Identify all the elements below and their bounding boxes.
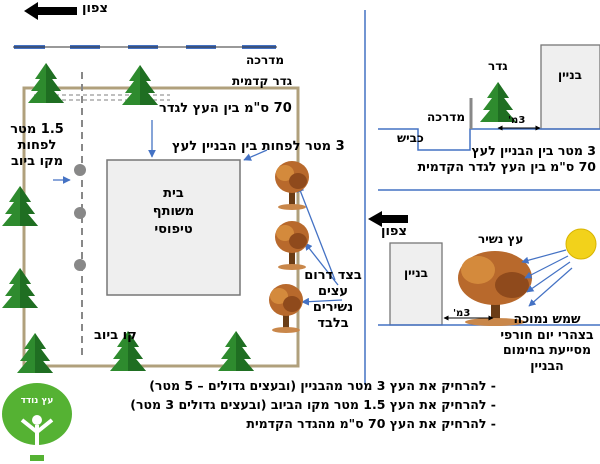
sewer-line-label: קו ביוב [94,328,137,343]
street-profile [378,128,600,151]
guideline-item: - להרחיק את העץ 1.5 מטר מקו הביוב (ובעצי… [130,397,496,412]
conifer-tree-icon [2,186,38,226]
bottom-dim-label: 3מ' [453,308,471,319]
deciduous-label: עץ נשיר [478,232,524,246]
logo-text: עץ נודד [20,396,54,406]
top-dim-label: 3מ' [508,115,526,126]
logo-icon [2,383,72,464]
building-section-bottom [389,242,443,326]
sewer-manhole [74,259,86,271]
sewer-manhole [74,207,86,219]
road-label: כביש [397,131,424,145]
conifer-tree-icon [2,268,38,308]
conifer-tree-icon [122,65,158,105]
north-label-left: צפון [82,1,108,16]
guideline-item: - להרחיק את העץ 70 ס"מ מהגדר הקדמית [246,416,496,431]
sun-rays [521,249,573,307]
bottom-building-label: בניין [404,266,428,280]
conifer-tree-icon [218,331,254,371]
top-sidewalk-label: מדרכה [427,110,466,124]
sidewalk-label: מדרכה [246,53,285,67]
deciduous-tree-large [458,251,532,326]
deciduous-tree-icon [275,161,309,210]
guidelines-list: - להרחיק את העץ 3 מטר מהבניין (ובעצים גד… [88,376,496,433]
building-section-top [540,44,600,130]
top-building-label: בניין [558,68,582,82]
sewer-manhole [74,164,86,176]
north-label-right: צפון [381,224,407,239]
tree-fence-distance-label: 70 ס"מ בין העץ לגדר [159,101,292,116]
conifer-tree-icon [17,333,53,373]
guideline-item: - להרחיק את העץ 3 מטר מהבניין (ובעצים גד… [149,378,496,393]
house [106,159,241,296]
deciduous-tree-icon [275,221,309,270]
front-fence-label: גדר קדמית [232,74,293,88]
north-arrow-left [24,2,77,20]
top-fence-label: גדר [488,59,508,73]
sun-icon [565,228,597,260]
conifer-tree-icon [28,63,64,103]
north-arrow-right [368,211,408,227]
building-tree-distance-label: 3 מטר לפחות בין הבניין לעץ [172,139,345,154]
